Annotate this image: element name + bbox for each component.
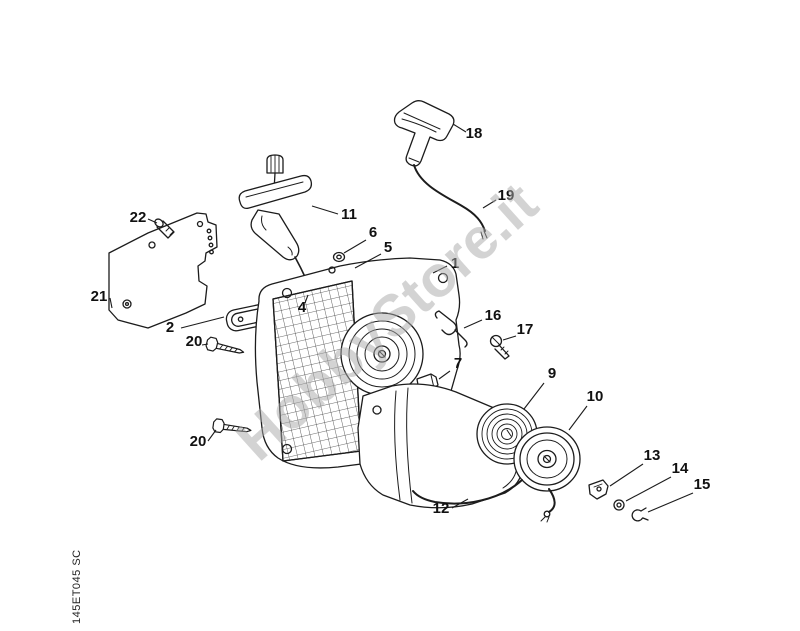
leader-20b [207, 429, 217, 442]
part-10-rope-rotor [413, 427, 580, 522]
part-label-18: 18 [466, 125, 483, 142]
leader-19 [482, 199, 497, 209]
leader-1 [432, 265, 448, 274]
part-20-screw-a [204, 335, 246, 360]
leader-5 [354, 253, 382, 269]
part-17-screw [491, 336, 510, 360]
part-22-screw [153, 217, 174, 238]
part-11-starter-grip [239, 155, 311, 279]
part-label-11: 11 [341, 206, 357, 223]
leader-22 [147, 218, 158, 224]
leader-4 [304, 294, 309, 304]
part-label-12: 12 [433, 500, 450, 517]
part-label-5: 5 [384, 239, 392, 256]
leader-14 [625, 476, 672, 502]
part-label-20a: 20 [186, 333, 203, 350]
part-label-19: 19 [498, 187, 515, 204]
part-15-clip [632, 508, 648, 521]
part-label-10: 10 [587, 388, 604, 405]
part-label-14: 14 [672, 460, 689, 477]
leader-15 [647, 492, 694, 513]
leader-9 [523, 382, 545, 410]
leader-2 [180, 316, 225, 329]
leader-13 [609, 463, 644, 487]
part-6-washer [334, 253, 345, 262]
leader-11 [311, 205, 339, 215]
part-14-washer [614, 500, 624, 510]
leader-10 [568, 405, 588, 431]
leader-lines [109, 123, 694, 513]
leader-6 [343, 239, 367, 254]
leader-18 [452, 123, 467, 133]
part-label-7: 7 [454, 355, 462, 372]
part-label-4: 4 [298, 299, 307, 316]
part-label-21: 21 [91, 288, 108, 305]
part-label-15: 15 [694, 476, 711, 493]
part-label-2: 2 [166, 319, 174, 336]
part-label-13: 13 [644, 447, 661, 464]
part-label-16: 16 [485, 307, 502, 324]
part-label-22: 22 [130, 209, 147, 226]
leader-16 [463, 319, 483, 329]
leader-7 [438, 370, 451, 380]
part-labels: 18 19 22 11 6 5 1 4 2 21 20 20 16 17 7 9… [91, 125, 711, 517]
part-21-side-plate [109, 213, 217, 328]
part-label-6: 6 [369, 224, 377, 241]
part-19-starter-rope [414, 165, 487, 239]
part-13-pawl [589, 480, 608, 499]
part-label-17: 17 [517, 321, 534, 338]
leader-21 [109, 297, 113, 309]
leader-20a [201, 343, 209, 346]
doc-code-text: 145ET045 SC [71, 549, 83, 624]
leader-17 [502, 335, 517, 341]
part-16-spring-clip [435, 311, 467, 347]
part-label-20b: 20 [190, 433, 207, 450]
part-label-9: 9 [548, 365, 556, 382]
leader-12 [451, 498, 469, 509]
diagram-artwork [109, 101, 648, 522]
part-18-starter-handle [395, 101, 454, 166]
part-label-1: 1 [451, 255, 459, 272]
